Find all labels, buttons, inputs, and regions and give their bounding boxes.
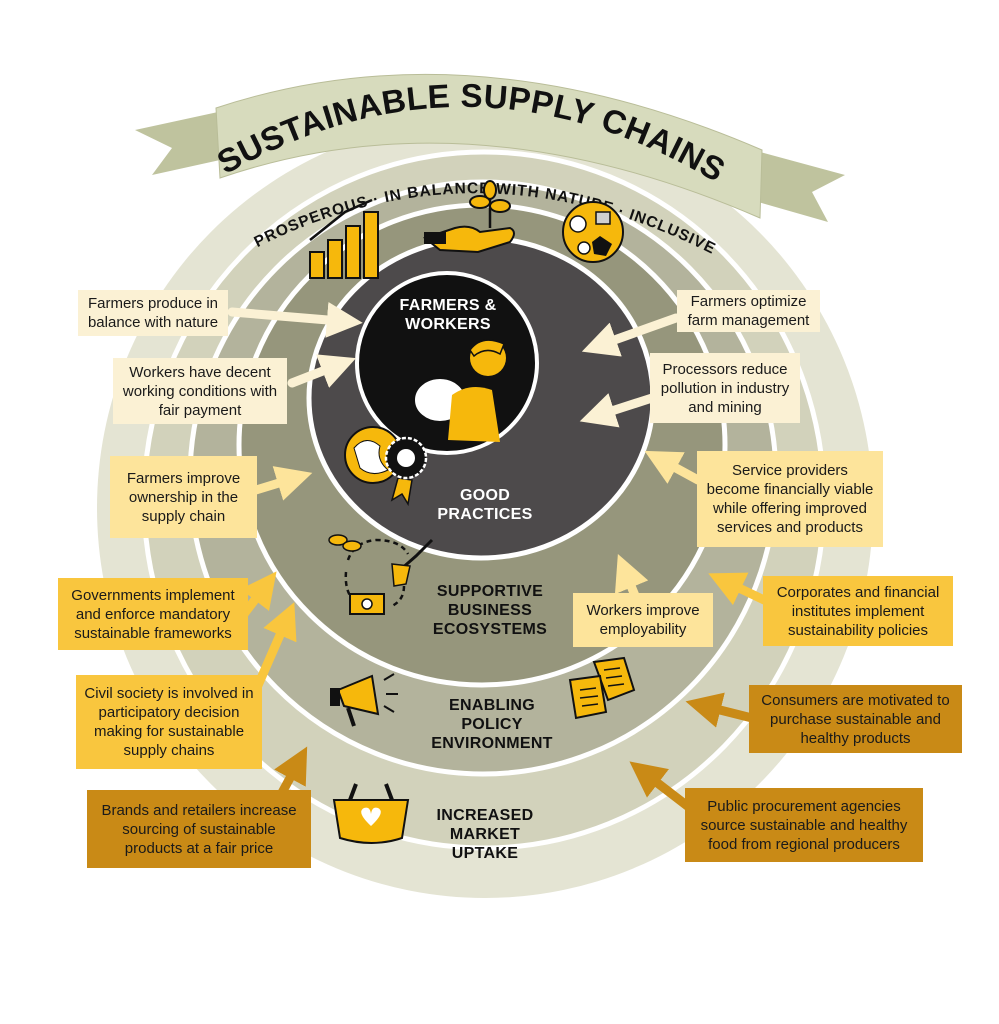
- arrow-farmers-nature: [227, 301, 363, 338]
- layer-label-ecosystems: SUPPORTIVE BUSINESS ECOSYSTEMS: [432, 583, 548, 638]
- box-processors-reduce: Processors reduce pollution in industry …: [650, 353, 800, 423]
- hand-plant-icon: [422, 180, 515, 254]
- arrow-public-procurement: [629, 761, 695, 813]
- box-civil-society: Civil society is involved in participato…: [76, 675, 262, 769]
- arrow-workers-decent: [287, 354, 357, 388]
- medal-icon: [384, 436, 428, 507]
- arrow-workers-employ: [614, 554, 649, 603]
- box-farmers-optimize: Farmers optimize farm management: [677, 290, 820, 332]
- arrow-farmers-ownership: [251, 466, 313, 501]
- box-workers-employability: Workers improve employability: [573, 593, 713, 647]
- box-farmers-nature: Farmers produce in balance with nature: [78, 290, 228, 336]
- arrow-consumers: [685, 692, 757, 728]
- box-consumers: Consumers are motivated to purchase sust…: [749, 685, 962, 753]
- globe-icon: [344, 426, 402, 484]
- arrow-corporates: [708, 572, 769, 606]
- arrows: [227, 301, 769, 813]
- box-farmers-ownership: Farmers improve ownership in the supply …: [110, 456, 257, 538]
- layer-label-policy: ENABLING POLICY ENVIRONMENT: [431, 697, 553, 752]
- megaphone-icon: [330, 673, 398, 727]
- arrow-service-providers: [644, 450, 703, 485]
- box-workers-decent: Workers have decent working conditions w…: [113, 358, 287, 424]
- arrow-governments: [239, 571, 277, 619]
- layer-label-practices: GOOD PRACTICES: [437, 487, 533, 523]
- arrow-processors: [579, 393, 657, 428]
- documents-icon: [568, 656, 636, 720]
- box-service-providers: Service providers become financially via…: [697, 451, 883, 547]
- shapes-icon: [562, 201, 624, 263]
- layer-label-market: INCREASED MARKET UPTAKE: [436, 807, 534, 862]
- box-corporates: Corporates and financial institutes impl…: [763, 576, 953, 646]
- cycle-icon: [328, 534, 434, 615]
- chart-icon: [309, 198, 379, 279]
- title-banner: [135, 73, 845, 222]
- farmer-icon: [413, 339, 506, 442]
- box-governments: Governments implement and enforce mandat…: [58, 578, 248, 650]
- arrow-farmers-optimize: [581, 313, 681, 357]
- layer-label-core: FARMERS & WORKERS: [399, 297, 497, 333]
- box-public-procurement: Public procurement agencies source susta…: [685, 788, 923, 862]
- basket-icon: [332, 783, 410, 844]
- box-brands: Brands and retailers increase sourcing o…: [87, 790, 311, 868]
